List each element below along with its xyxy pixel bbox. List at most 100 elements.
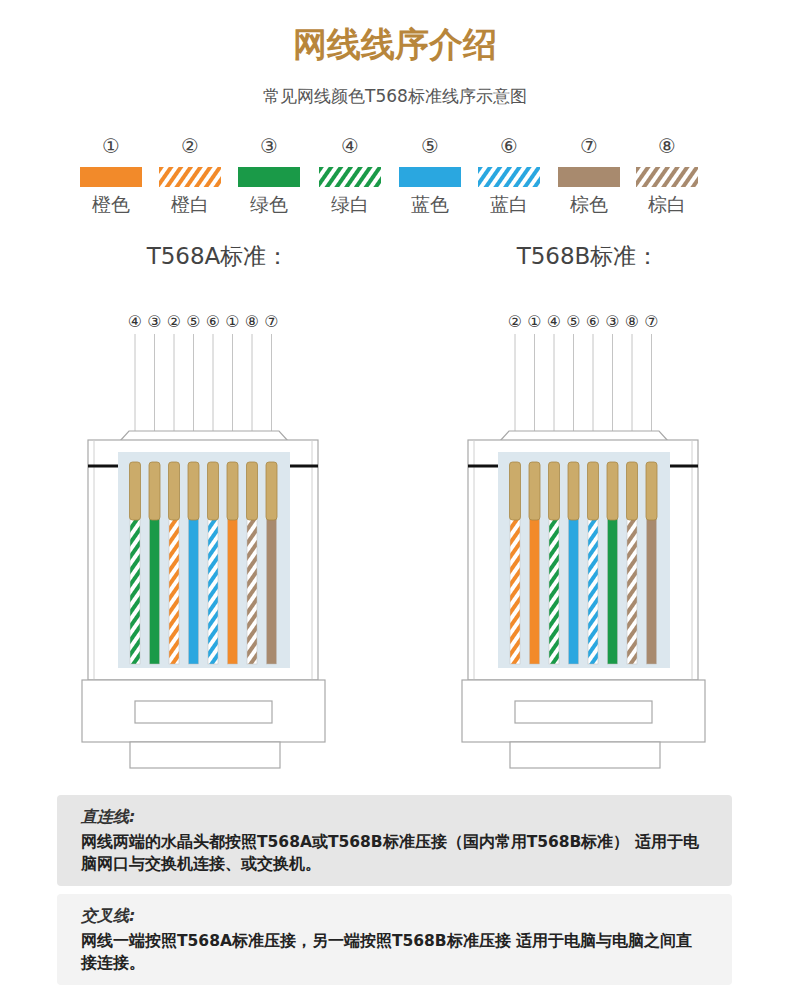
stripe-fill [159, 167, 221, 187]
contact-pin [208, 462, 219, 520]
info-panel: 交叉线: 网线一端按照T568A标准压接，另一端按照T568B标准压接 适用于电脑… [57, 894, 732, 985]
callout-number: ② [181, 134, 199, 158]
stripe-pattern [478, 167, 540, 187]
panel-body: 网线一端按照T568A标准压接，另一端按照T568B标准压接 适用于电脑与电脑之… [81, 930, 708, 975]
plug-slot [515, 701, 652, 723]
plug-edge [94, 440, 95, 680]
callout-number: ③ [260, 134, 278, 158]
wire [588, 518, 598, 664]
contact-pin [549, 462, 560, 520]
callout-number: ⑧ [658, 134, 676, 158]
wire [267, 518, 277, 664]
color-swatch [238, 167, 300, 187]
stripe-fill [478, 167, 540, 187]
contact-pin [227, 462, 238, 520]
striped-swatch [636, 167, 698, 187]
plug-edge [692, 440, 693, 680]
plug-tail [510, 742, 660, 768]
stripe-pattern [159, 167, 221, 187]
pin-number: ① [527, 312, 541, 331]
plug-edge [474, 440, 475, 680]
panel-heading: 直连线: [81, 807, 708, 828]
plug-inner [498, 452, 670, 668]
plug-boot [82, 680, 325, 742]
legend-text: 棕色 [570, 193, 608, 216]
legend-text: 蓝色 [411, 193, 449, 216]
striped-swatch [319, 167, 381, 187]
plug-boot [462, 680, 705, 742]
callout-number: ⑤ [421, 134, 439, 158]
plug-edge [312, 440, 313, 680]
standard-heading: T568B标准： [517, 243, 660, 271]
contact-pin [510, 462, 521, 520]
wire [569, 518, 579, 664]
stripe-fill [319, 167, 381, 187]
plug-body [468, 440, 698, 680]
wire [169, 518, 179, 664]
panel-heading: 交叉线: [81, 906, 708, 927]
wire [208, 518, 218, 664]
legend-text: 绿白 [331, 193, 369, 216]
wire [627, 518, 637, 664]
pin-number: ② [508, 312, 522, 331]
contact-pin [529, 462, 540, 520]
wire [510, 518, 520, 664]
color-swatch [399, 167, 461, 187]
plug-inner [118, 452, 290, 668]
pin-number: ② [167, 312, 181, 331]
contact-pin [149, 462, 160, 520]
pin-number: ⑥ [206, 312, 220, 331]
panel-body: 网线两端的水晶头都按照T568A或T568B标准压接（国内常用T568B标准） … [81, 831, 708, 876]
contact-pin [646, 462, 657, 520]
pin-number: ③ [605, 312, 619, 331]
striped-swatch [478, 167, 540, 187]
pin-number: ⑧ [625, 312, 639, 331]
contact-pin [568, 462, 579, 520]
subtitle: 常见网线颜色T568标准线序示意图 [263, 86, 527, 106]
plug-tail [130, 742, 280, 768]
wire [130, 518, 140, 664]
legend-text: 蓝白 [490, 193, 528, 216]
legend-text: 绿色 [250, 193, 288, 216]
info-panel: 直连线: 网线两端的水晶头都按照T568A或T568B标准压接（国内常用T568B… [57, 795, 732, 886]
color-swatch [80, 167, 142, 187]
page-title: 网线线序介绍 [0, 24, 790, 65]
callout-number: ④ [341, 134, 359, 158]
contact-pin [169, 462, 180, 520]
wire [647, 518, 657, 664]
wire [530, 518, 540, 664]
pin-number: ⑦ [644, 312, 658, 331]
callout-number: ⑦ [580, 134, 598, 158]
stripe-pattern [319, 167, 381, 187]
pin-number: ① [225, 312, 239, 331]
legend-text: 棕白 [648, 193, 686, 216]
callout-number: ⑥ [500, 134, 518, 158]
rj45-plug [462, 334, 705, 768]
contact-pin [607, 462, 618, 520]
pin-number: ⑥ [586, 312, 600, 331]
pin-number: ⑦ [264, 312, 278, 331]
wire [189, 518, 199, 664]
contact-pin [588, 462, 599, 520]
callout-number: ① [102, 134, 120, 158]
legend-text: 橙白 [171, 193, 209, 216]
contact-pin [188, 462, 199, 520]
wire [247, 518, 257, 664]
contact-pin [247, 462, 258, 520]
wire [150, 518, 160, 664]
contact-pin [130, 462, 141, 520]
stripe-pattern [636, 167, 698, 187]
wire [608, 518, 618, 664]
rj45-plug [82, 334, 325, 768]
pin-number: ⑤ [186, 312, 200, 331]
wire [549, 518, 559, 664]
contact-pin [627, 462, 638, 520]
pin-number: ④ [547, 312, 561, 331]
pin-number: ⑤ [566, 312, 580, 331]
pin-number: ③ [147, 312, 161, 331]
contact-pin [266, 462, 277, 520]
plug-body [88, 440, 318, 680]
stripe-fill [636, 167, 698, 187]
striped-swatch [159, 167, 221, 187]
pin-number: ⑧ [245, 312, 259, 331]
